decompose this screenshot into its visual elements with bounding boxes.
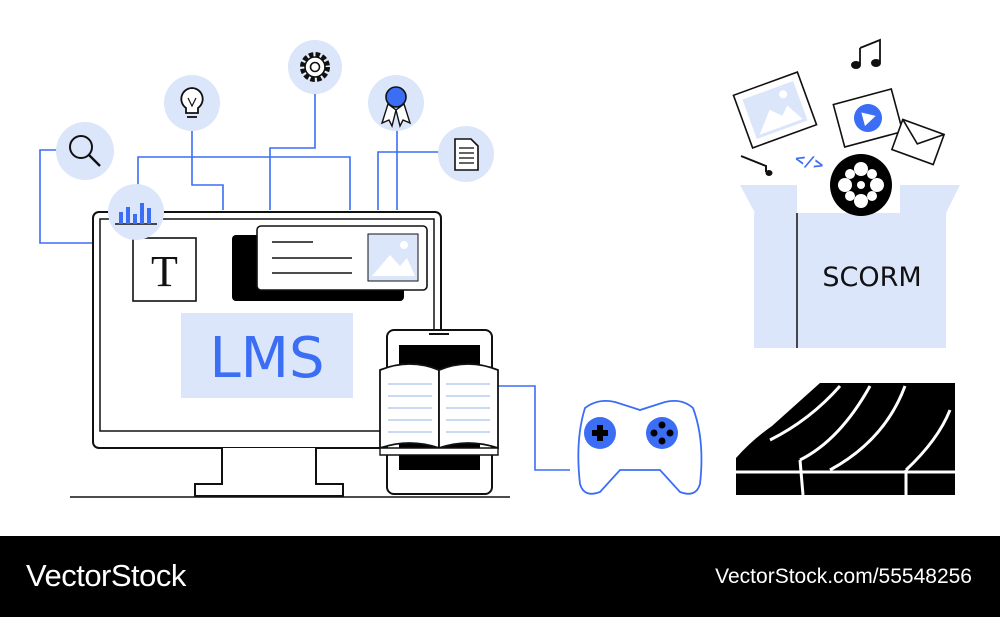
search-icon [56,122,114,180]
bar-chart-icon [108,184,164,240]
lightbulb-icon [164,75,220,131]
document-icon [438,126,494,182]
footer-url: VectorStock.com/55548256 [715,565,972,588]
card-image-icon [367,233,419,282]
content-card [232,225,428,301]
lms-label: LMS [209,326,324,391]
music-note-icon [851,38,881,69]
envelope-icon [890,118,946,166]
code-glyph: </> [793,149,826,175]
gamepad-icon [577,399,703,495]
scorm-label: SCORM [822,262,921,293]
gear-icon [288,40,342,94]
footer-brand: VectorStock [26,558,186,593]
footer: VectorStock VectorStock.com/55548256 [0,536,1000,617]
connector-lines [39,92,570,471]
text-tile-glyph: T [151,247,178,296]
image-icon [732,71,818,149]
film-reel-icon [830,154,892,216]
text-tile: T [132,237,197,302]
book-icon [379,363,499,456]
abstract-shape [736,383,955,496]
scorm-box: SCORM [740,185,960,348]
small-note-icon [740,155,773,176]
play-icon [832,88,904,148]
lms-illustration: T LMS [39,38,960,498]
code-icon: </> [793,149,826,175]
award-ribbon-icon [368,75,424,131]
